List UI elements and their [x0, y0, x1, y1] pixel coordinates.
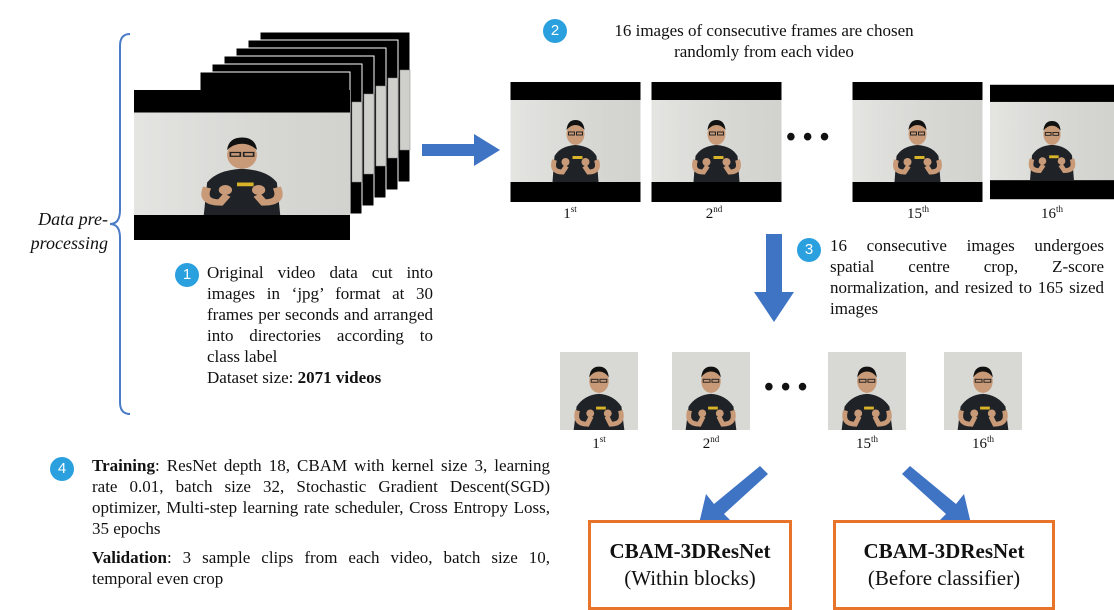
- output-1-title: CBAM-3DResNet: [609, 539, 771, 563]
- output-box-before-classifier: CBAM-3DResNet (Before classifier): [833, 520, 1055, 610]
- arrow-down-icon: [754, 234, 794, 322]
- step-2-badge: 2: [543, 19, 567, 43]
- step-3-badge: 3: [797, 238, 821, 262]
- step-1-badge: 1: [175, 263, 199, 287]
- ordinal-bottom-2: 2nd: [702, 434, 720, 453]
- brace-icon: [109, 33, 131, 415]
- arrow-down-left-icon: [698, 466, 768, 528]
- ordinal-bottom-1: 1st: [592, 434, 606, 453]
- training-text: Training: ResNet depth 18, CBAM with ker…: [92, 456, 550, 538]
- ordinal-top-4: 16th: [1040, 204, 1063, 223]
- step-1-text: Original video data cut into images in ‘…: [207, 263, 433, 366]
- arrow-down-right-icon: [902, 466, 972, 528]
- ordinal-top-3: 15th: [906, 204, 929, 223]
- output-2-subtitle: (Before classifier): [867, 566, 1021, 590]
- crop-16th: [944, 352, 1022, 430]
- output-box-within-blocks: CBAM-3DResNet (Within blocks): [588, 520, 792, 610]
- frame-2nd: [651, 82, 782, 202]
- ordinal-bottom-4: 16th: [971, 434, 994, 453]
- dataset-size: Dataset size: 2071 videos: [207, 368, 382, 387]
- output-2-title: CBAM-3DResNet: [863, 539, 1025, 563]
- crop-2nd: [672, 352, 750, 430]
- frame-1st: [510, 82, 641, 202]
- ordinal-top-1: 1st: [563, 204, 577, 223]
- validation-text: Validation: 3 sample clips from each vid…: [92, 548, 550, 588]
- side-label: Data pre- processing: [30, 209, 108, 253]
- crop-1st: [560, 352, 638, 430]
- ellipsis-bottom: • • •: [764, 372, 808, 403]
- video-frame-stack: [134, 30, 434, 240]
- step-3-text: 16 consecutive images undergoes spatial …: [830, 236, 1104, 318]
- frame-16th: [990, 82, 1114, 202]
- output-1-subtitle: (Within blocks): [624, 566, 756, 590]
- step-4-badge: 4: [50, 457, 74, 481]
- frame-15th: [852, 82, 983, 202]
- ordinal-top-2: 2nd: [705, 204, 723, 223]
- step-2-text: 16 images of consecutive frames are chos…: [614, 21, 914, 61]
- crop-15th: [828, 352, 906, 430]
- ordinal-bottom-3: 15th: [855, 434, 878, 453]
- ellipsis-top: • • •: [786, 122, 830, 153]
- arrow-right-icon: [422, 134, 500, 166]
